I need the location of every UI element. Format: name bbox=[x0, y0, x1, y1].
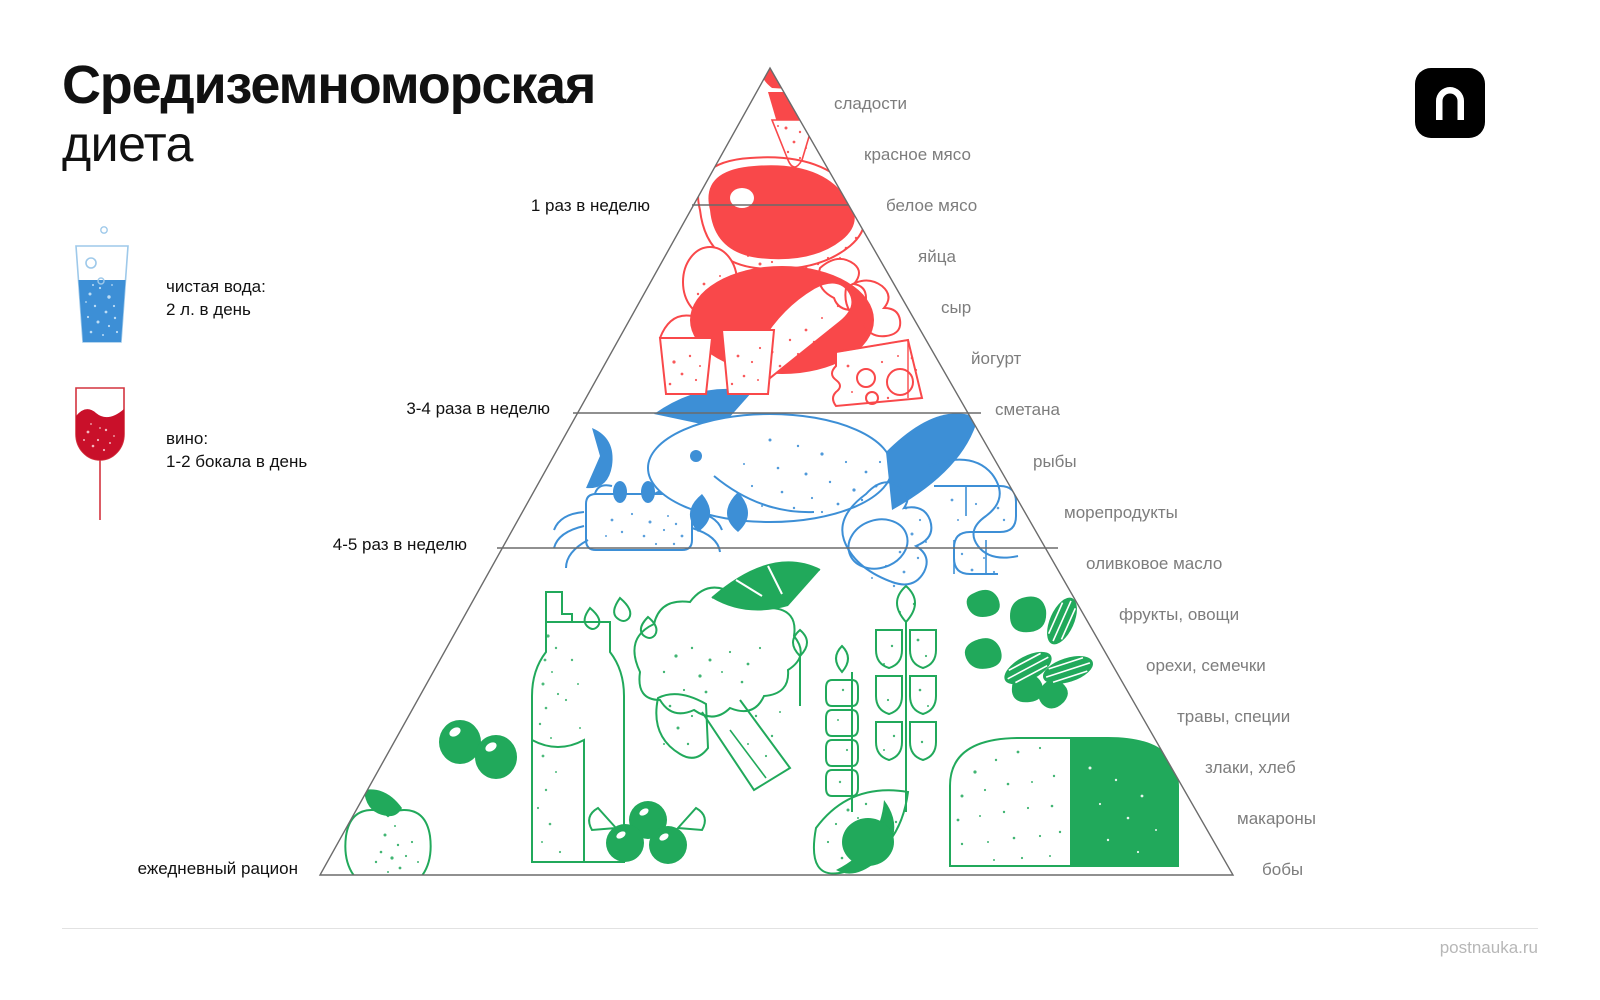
wheat-stalk-left-icon bbox=[825, 644, 859, 812]
page-title-line1: Средиземноморская bbox=[62, 55, 596, 115]
frequency-label-3-4-weekly: 3-4 раза в неделю bbox=[406, 399, 550, 418]
bread-loaf-icon bbox=[949, 737, 1179, 867]
legend-wine bbox=[62, 380, 142, 525]
product-label-fish: рыбы bbox=[1033, 452, 1077, 471]
product-label-sour-cream: сметана bbox=[995, 400, 1060, 419]
product-label-cheese: сыр bbox=[941, 298, 972, 317]
apple-icon bbox=[344, 789, 432, 875]
squid-icon bbox=[841, 481, 933, 588]
tier-blue-icons bbox=[553, 388, 1019, 588]
pyramid-outline bbox=[318, 66, 1235, 876]
tier-green-icons bbox=[344, 561, 1179, 875]
legend-wine-line2: 1-2 бокала в день bbox=[166, 452, 308, 471]
legend-water-text: чистая вода: 2 л. в день bbox=[166, 275, 266, 321]
avocado-icon bbox=[812, 789, 910, 875]
page-title: Средиземноморская диета bbox=[62, 55, 596, 172]
product-label-grains-bread: злаки, хлеб bbox=[1205, 758, 1296, 777]
footer-divider bbox=[62, 928, 1538, 929]
product-label-olive-oil: оливковое масло bbox=[1086, 554, 1223, 573]
frequency-label-weekly: 1 раз в неделю bbox=[530, 196, 650, 215]
frequency-label-daily: ежедневный рацион bbox=[137, 859, 298, 878]
wine-glass-icon bbox=[75, 387, 125, 520]
product-label-herbs-spices: травы, специи bbox=[1177, 707, 1291, 726]
product-label-seafood: морепродукты bbox=[1064, 503, 1178, 522]
oil-drops-icon bbox=[583, 596, 658, 639]
yogurt-cups-icon bbox=[658, 314, 776, 395]
cheese-icon bbox=[831, 338, 924, 408]
legend-water-line1: чистая вода: bbox=[166, 277, 266, 296]
product-label-fruit-veg: фрукты, овощи bbox=[1119, 605, 1240, 624]
legend-water bbox=[62, 222, 142, 362]
product-label-nuts-seeds: орехи, семечки bbox=[1146, 656, 1266, 675]
product-label-white-meat: белое мясо bbox=[886, 196, 978, 215]
postnauka-logo-icon bbox=[1415, 68, 1485, 138]
pyramid-tier-dividers bbox=[497, 204, 1058, 549]
product-label-eggs: яйца bbox=[918, 247, 956, 266]
product-label-beans: бобы bbox=[1262, 860, 1304, 879]
product-label-red-meat: красное мясо bbox=[864, 145, 971, 164]
nuts-seeds-icon bbox=[964, 589, 1094, 709]
logo-arch-glyph bbox=[1436, 87, 1464, 120]
tier-red-icons bbox=[658, 68, 924, 408]
footer-site-label: postnauka.ru bbox=[1439, 938, 1538, 957]
legend-wine-line1: вино: bbox=[166, 429, 209, 448]
frequency-label-4-5-weekly: 4-5 раз в неделю bbox=[332, 535, 467, 554]
wheat-stalk-right-icon bbox=[875, 584, 937, 812]
grapes-icon bbox=[588, 801, 706, 864]
olive-oil-bottle-icon bbox=[531, 591, 625, 863]
fish-icon bbox=[647, 388, 978, 532]
product-label-pasta: макароны bbox=[1237, 809, 1316, 828]
legend-wine-text: вино: 1-2 бокала в день bbox=[166, 427, 307, 473]
water-glass-icon bbox=[75, 226, 129, 343]
broccoli-icon bbox=[633, 586, 802, 792]
olives-icon bbox=[439, 720, 517, 779]
legend-water-line2: 2 л. в день bbox=[166, 300, 251, 319]
melon-wedge-icon bbox=[711, 561, 821, 611]
page-title-line2: диета bbox=[62, 116, 193, 172]
product-label-yogurt: йогурт bbox=[971, 349, 1022, 368]
product-label-sweets: сладости bbox=[834, 94, 908, 113]
ice-cream-icon bbox=[762, 68, 818, 168]
herb-sprig-icon bbox=[792, 628, 808, 706]
